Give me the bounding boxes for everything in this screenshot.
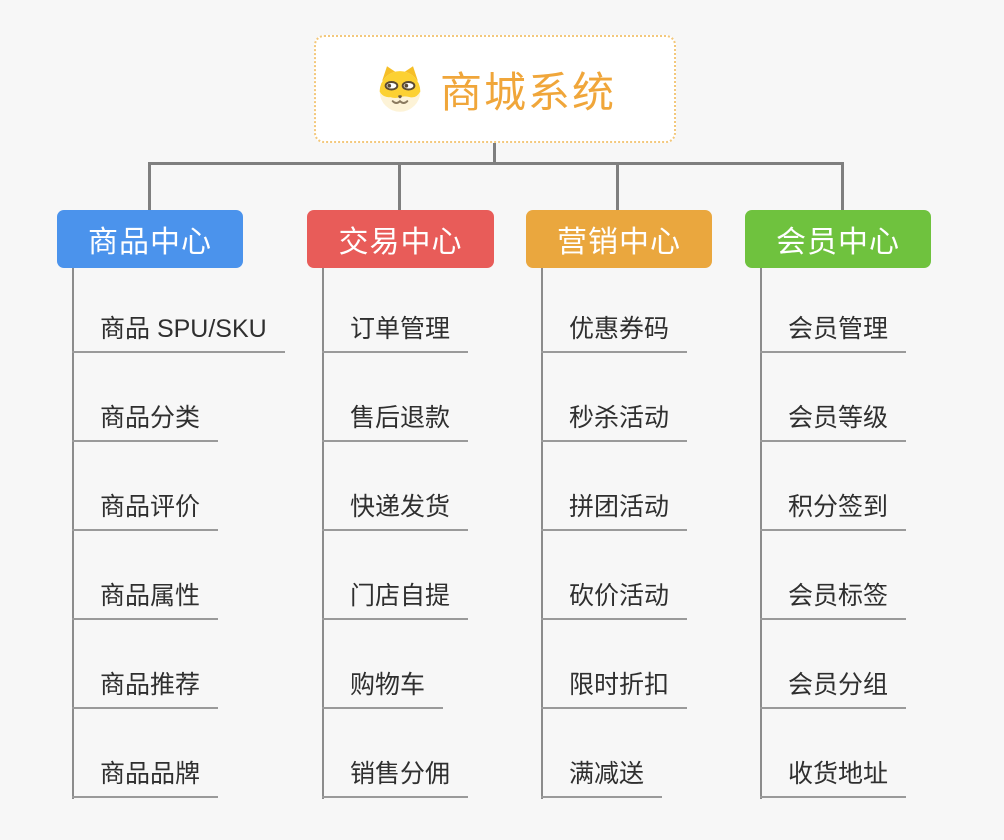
branch-label: 会员中心 — [776, 226, 900, 259]
leaf-node[interactable]: 优惠券码 — [541, 317, 688, 353]
leaf-node[interactable]: 砍价活动 — [541, 584, 688, 620]
leaf-node[interactable]: 商品品牌 — [72, 762, 219, 798]
connector-drop-trade — [398, 162, 401, 210]
branch-label: 商品中心 — [88, 226, 212, 259]
leaf-node[interactable]: 拼团活动 — [541, 495, 688, 531]
leaf-node[interactable]: 限时折扣 — [541, 673, 688, 709]
leaf-node[interactable]: 商品推荐 — [72, 673, 219, 709]
branch-node-trade[interactable]: 交易中心 — [307, 210, 494, 268]
leaf-node[interactable]: 会员标签 — [760, 584, 907, 620]
root-node[interactable]: 商城系统 — [314, 35, 676, 143]
connector-trunk-marketing — [541, 268, 543, 799]
connector-drop-members — [841, 162, 844, 210]
dog-face-icon — [379, 66, 421, 112]
root-title: 商城系统 — [439, 68, 616, 116]
connector-top-rail — [148, 162, 844, 165]
branch-node-marketing[interactable]: 营销中心 — [526, 210, 712, 268]
leaf-node[interactable]: 购物车 — [322, 673, 444, 709]
leaf-node[interactable]: 订单管理 — [322, 317, 469, 353]
leaf-node[interactable]: 商品分类 — [72, 406, 219, 442]
leaf-node[interactable]: 销售分佣 — [322, 762, 469, 798]
leaf-node[interactable]: 快递发货 — [322, 495, 469, 531]
leaf-node[interactable]: 积分签到 — [760, 495, 907, 531]
leaf-node[interactable]: 会员管理 — [760, 317, 907, 353]
connector-drop-products — [148, 162, 151, 210]
connector-root-stem — [493, 141, 496, 164]
leaf-node[interactable]: 秒杀活动 — [541, 406, 688, 442]
leaf-node[interactable]: 收货地址 — [760, 762, 907, 798]
leaf-node[interactable]: 会员等级 — [760, 406, 907, 442]
leaf-node[interactable]: 商品 SPU/SKU — [72, 317, 285, 353]
connector-drop-marketing — [616, 162, 619, 210]
branch-node-members[interactable]: 会员中心 — [745, 210, 931, 268]
leaf-node[interactable]: 商品评价 — [72, 495, 219, 531]
branch-label: 交易中心 — [338, 226, 463, 259]
connector-trunk-products — [72, 268, 74, 799]
leaf-node[interactable]: 售后退款 — [322, 406, 469, 442]
branch-node-products[interactable]: 商品中心 — [57, 210, 243, 268]
leaf-node[interactable]: 商品属性 — [72, 584, 219, 620]
leaf-node[interactable]: 会员分组 — [760, 673, 907, 709]
leaf-node[interactable]: 满减送 — [541, 762, 663, 798]
leaf-node[interactable]: 门店自提 — [322, 584, 469, 620]
connector-trunk-trade — [322, 268, 324, 799]
connector-trunk-members — [760, 268, 762, 799]
branch-label: 营销中心 — [557, 226, 681, 259]
